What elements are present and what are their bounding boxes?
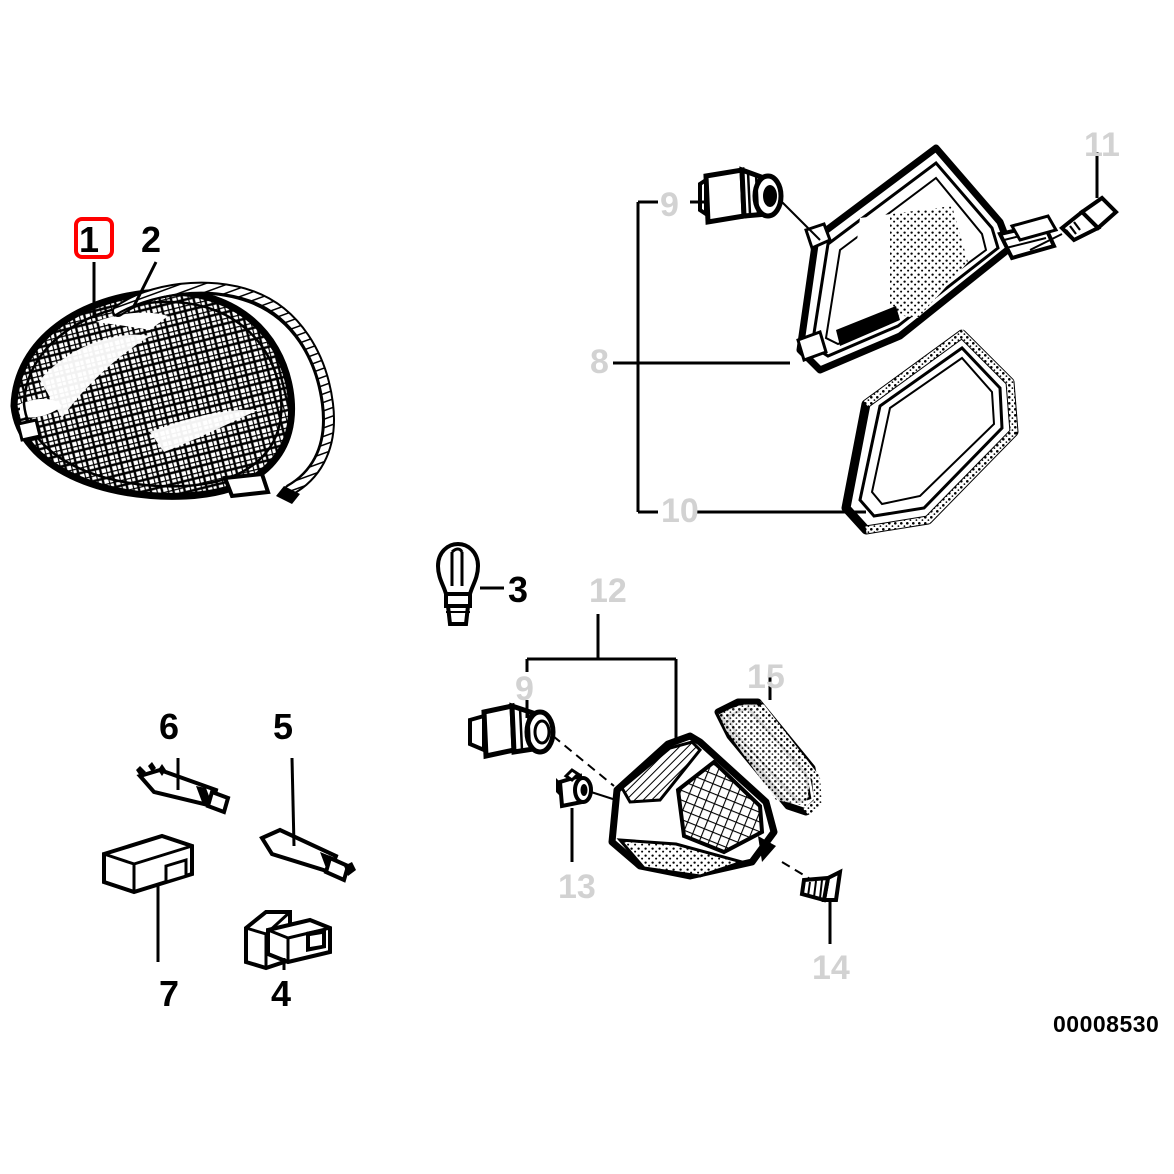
callout-label-8[interactable]: 8 xyxy=(590,343,609,381)
part-6-contact-socket xyxy=(136,758,231,815)
callout-label-3[interactable]: 3 xyxy=(508,569,529,610)
part-2-seal-trim xyxy=(112,281,335,504)
leader-lines-left xyxy=(92,261,158,318)
callout-label-4[interactable]: 4 xyxy=(271,973,292,1014)
callout-label-12[interactable]: 12 xyxy=(589,572,627,610)
callout-label-9-upper[interactable]: 9 xyxy=(660,186,679,224)
callout-label-1[interactable]: 1 xyxy=(79,219,100,260)
part-3-bulb xyxy=(435,541,504,626)
bracket-8-9-10 xyxy=(613,200,866,514)
callout-label-11[interactable]: 11 xyxy=(1084,126,1120,164)
callout-label-2[interactable]: 2 xyxy=(141,219,162,260)
part-4-connector-housing xyxy=(244,910,332,971)
callout-label-5[interactable]: 5 xyxy=(273,706,294,747)
callout-label-6[interactable]: 6 xyxy=(159,706,180,747)
part-13-clip xyxy=(556,768,617,862)
part-9-lower-bulb-socket xyxy=(468,702,615,787)
part-9-upper-bulb-socket xyxy=(698,166,784,225)
bracket-12 xyxy=(525,614,678,742)
part-11-screw xyxy=(1029,152,1119,251)
part-10-gasket xyxy=(841,329,1019,535)
callout-label-13[interactable]: 13 xyxy=(558,868,596,906)
callout-label-9-lower[interactable]: 9 xyxy=(515,670,534,708)
part-8-lamp-housing xyxy=(796,144,1059,374)
part-14-screw xyxy=(799,868,843,944)
callout-label-7[interactable]: 7 xyxy=(159,973,180,1014)
diagram-id-number: 00008530 xyxy=(1053,1011,1160,1037)
callout-label-14[interactable]: 14 xyxy=(812,949,850,987)
callout-label-15[interactable]: 15 xyxy=(747,658,785,696)
callout-label-10[interactable]: 10 xyxy=(661,492,699,530)
part-12-side-marker-lamp xyxy=(608,732,813,881)
part-1-lens xyxy=(10,288,295,500)
part-5-contact-pin xyxy=(259,757,356,883)
part-7-connector-sleeve xyxy=(102,833,194,962)
